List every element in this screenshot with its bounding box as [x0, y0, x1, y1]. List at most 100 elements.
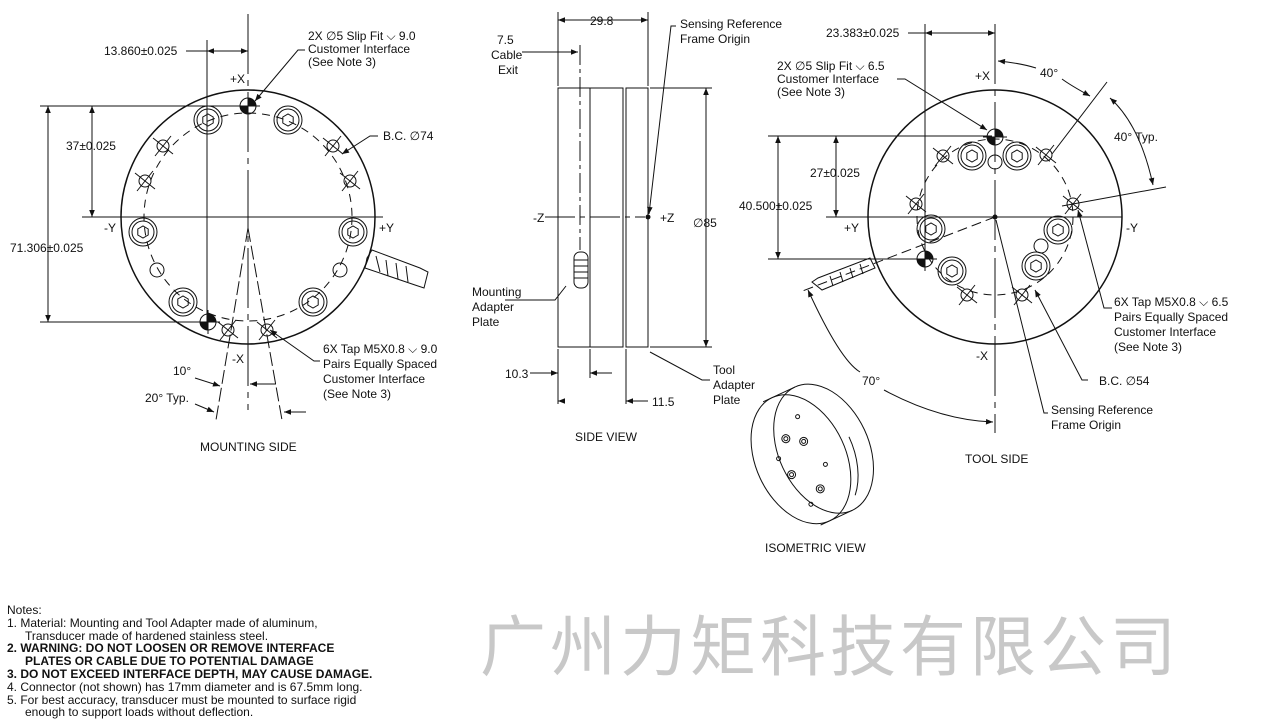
tool-cable-connector: [811, 257, 876, 291]
note-2-cont: PLATES OR CABLE DUE TO POTENTIAL DAMAGE: [25, 654, 314, 669]
axis-plus-x: +X: [230, 72, 245, 86]
mounting-slip-fit-label: (See Note 3): [308, 55, 376, 69]
dim-29-8: 29.8: [590, 14, 614, 28]
tool-axis-minus-x: -X: [976, 349, 988, 363]
dim-27: 27±0.025: [810, 166, 860, 180]
mounting-plate-label: Adapter: [472, 300, 514, 314]
tool-tap-label: (See Note 3): [1114, 340, 1182, 354]
counterbore-hole: [916, 214, 946, 244]
dim-11-5: 11.5: [652, 395, 675, 409]
counterbore-hole: [193, 105, 223, 135]
tapped-hole: [134, 170, 156, 192]
dim-37: 37±0.025: [66, 139, 116, 153]
tool-sensing-ref-label: Sensing Reference: [1051, 403, 1153, 417]
counterbore-hole: [338, 217, 368, 247]
cable-connector: [364, 249, 429, 289]
angle-70: 70°: [862, 374, 880, 388]
counterbore-hole: [128, 217, 158, 247]
tapped-hole: [217, 319, 239, 341]
cable-exit-label: Exit: [498, 63, 519, 77]
side-cable-connector: [573, 251, 589, 289]
angle-20-typ: 20° Typ.: [145, 391, 189, 405]
axis-minus-x: -X: [232, 352, 244, 366]
watermark: 广州力矩科技有限公司: [480, 609, 1180, 686]
tapped-hole: [1011, 284, 1033, 306]
notes-block: Notes: 1. Material: Mounting and Tool Ad…: [7, 604, 372, 719]
tapped-hole: [322, 135, 344, 157]
tapped-hole: [152, 135, 174, 157]
dim-23383: 23.383±0.025: [826, 26, 900, 40]
note-3: 3. DO NOT EXCEED INTERFACE DEPTH, MAY CA…: [7, 666, 373, 681]
dowel-hole: [983, 125, 1007, 149]
tool-tap-label: Customer Interface: [1114, 325, 1216, 339]
mounting-side-view: [40, 14, 429, 421]
mounting-tap-label: (See Note 3): [323, 387, 391, 401]
axis-minus-z: -Z: [533, 211, 544, 225]
dia-85: ∅85: [693, 216, 717, 230]
tool-axis-minus-y: -Y: [1126, 221, 1138, 235]
tapped-hole: [339, 170, 361, 192]
tool-slip-fit-label: Customer Interface: [777, 72, 879, 86]
mounting-slip-fit-label: Customer Interface: [308, 42, 410, 56]
tool-side-title: TOOL SIDE: [965, 452, 1028, 466]
tool-plate-label: Adapter: [713, 378, 755, 392]
clearance-hole: [149, 262, 165, 278]
tool-sensing-ref-label: Frame Origin: [1051, 418, 1121, 432]
dowel-hole: [236, 94, 260, 118]
tool-axis-plus-x: +X: [975, 69, 990, 83]
mounting-bc-label: B.C. ∅74: [383, 129, 434, 143]
note-1: 1. Material: Mounting and Tool Adapter m…: [7, 615, 318, 630]
angle-10: 10°: [173, 364, 191, 378]
note-1-cont: Transducer made of hardened stainless st…: [25, 628, 269, 643]
axis-plus-z: +Z: [660, 211, 674, 225]
counterbore-hole: [937, 256, 967, 286]
dim-40500: 40.500±0.025: [739, 199, 813, 213]
notes-heading: Notes:: [7, 603, 42, 617]
clearance-hole: [987, 154, 1003, 170]
tapped-hole: [1035, 144, 1057, 166]
angle-40-typ: 40° Typ.: [1114, 130, 1158, 144]
axis-plus-y: +Y: [379, 221, 394, 235]
counterbore-hole: [1021, 251, 1051, 281]
axis-minus-y: -Y: [104, 221, 116, 235]
isometric-view: [750, 383, 874, 526]
counterbore-hole: [273, 105, 303, 135]
note-2: 2. WARNING: DO NOT LOOSEN OR REMOVE INTE…: [7, 641, 335, 656]
counterbore-hole: [168, 287, 198, 317]
tool-plate-label: Plate: [713, 393, 741, 407]
dim-71306: 71.306±0.025: [10, 241, 84, 255]
tool-side-view: [768, 24, 1167, 433]
tool-tap-label: Pairs Equally Spaced: [1114, 310, 1228, 324]
mounting-plate-label: Mounting: [472, 285, 521, 299]
counterbore-hole: [298, 287, 328, 317]
tapped-hole: [256, 319, 278, 341]
tapped-hole: [1062, 193, 1084, 215]
mounting-tap-label: 6X Tap M5X0.8 ⌵ 9.0: [323, 342, 438, 356]
cable-exit-label: Cable: [491, 48, 523, 62]
tapped-hole: [905, 193, 927, 215]
mounting-tap-label: Pairs Equally Spaced: [323, 357, 437, 371]
mounting-plate-label: Plate: [472, 315, 500, 329]
tool-tap-label: 6X Tap M5X0.8 ⌵ 6.5: [1114, 295, 1229, 309]
counterbore-hole: [1002, 141, 1032, 171]
side-view-title: SIDE VIEW: [575, 430, 638, 444]
dowel-hole: [196, 310, 220, 334]
tool-slip-fit-label: (See Note 3): [777, 85, 845, 99]
tapped-hole: [932, 145, 954, 167]
sensing-ref-label: Sensing Reference: [680, 17, 782, 31]
mounting-tap-label: Customer Interface: [323, 372, 425, 386]
counterbore-hole: [1043, 215, 1073, 245]
dowel-hole: [913, 247, 937, 271]
tool-slip-fit-label: 2X ∅5 Slip Fit ⌵ 6.5: [777, 59, 885, 73]
tool-axis-plus-y: +Y: [844, 221, 859, 235]
note-5: 5. For best accuracy, transducer must be…: [7, 692, 357, 707]
tool-bc-label: B.C. ∅54: [1099, 374, 1150, 388]
clearance-hole: [332, 262, 348, 278]
angle-40: 40°: [1040, 66, 1058, 80]
isometric-view-title: ISOMETRIC VIEW: [765, 541, 866, 555]
dim-13860: 13.860±0.025: [104, 44, 178, 58]
counterbore-hole: [957, 141, 987, 171]
clearance-hole: [1033, 238, 1049, 254]
side-view: [505, 12, 712, 404]
